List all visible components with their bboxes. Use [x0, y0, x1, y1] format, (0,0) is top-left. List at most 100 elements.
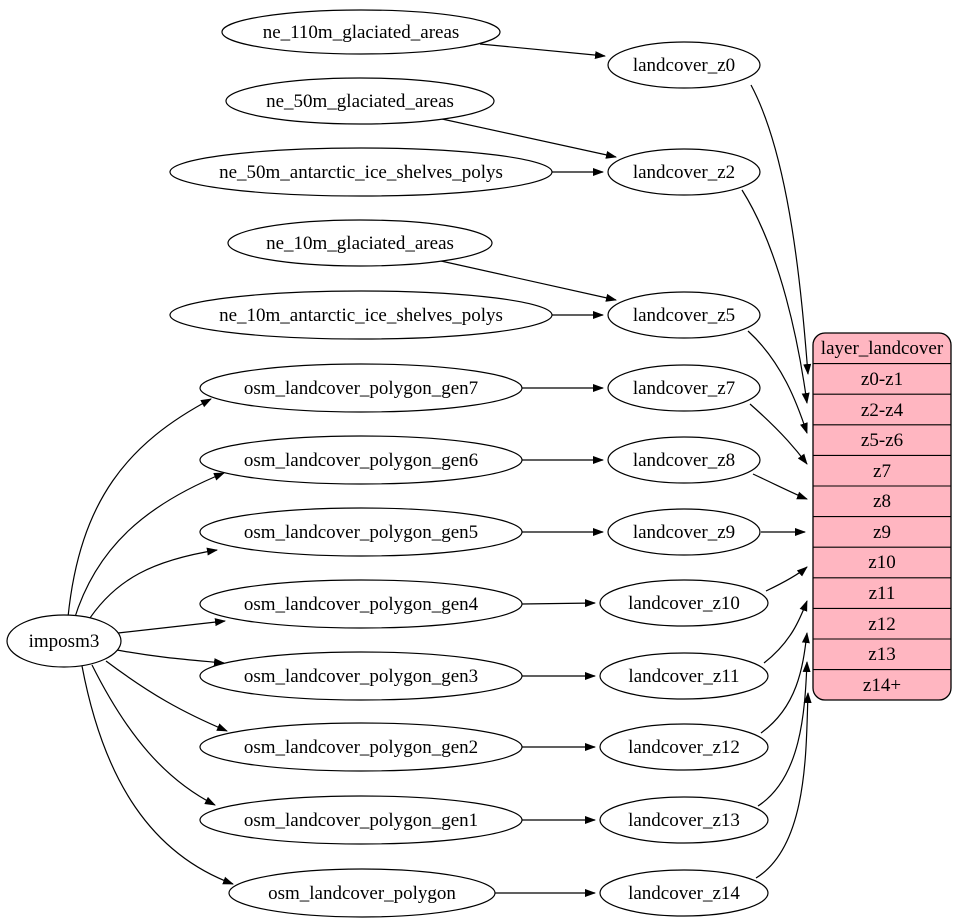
- node-osm-landcover-polygon-gen3-label: osm_landcover_polygon_gen3: [244, 666, 478, 687]
- node-landcover-z0: landcover_z0: [607, 41, 761, 89]
- table-title: layer_landcover: [821, 338, 944, 359]
- table-row-z11: z11: [869, 583, 896, 604]
- node-ne-10m-antarctic-ice-shelves-polys-label: ne_10m_antarctic_ice_shelves_polys: [219, 305, 503, 326]
- node-ne-110m-glaciated-areas: ne_110m_glaciated_areas: [221, 9, 501, 55]
- node-landcover-z11-shape: [599, 652, 769, 700]
- node-osm-landcover-polygon-gen7-shape: [199, 363, 523, 413]
- node-osm-landcover-polygon: osm_landcover_polygon: [228, 868, 496, 918]
- node-imposm3: imposm3: [6, 614, 122, 668]
- node-landcover-z5: landcover_z5: [607, 291, 761, 339]
- node-ne-50m-antarctic-ice-shelves-polys-label: ne_50m_antarctic_ice_shelves_polys: [219, 162, 503, 183]
- node-landcover-z2: landcover_z2: [607, 148, 761, 196]
- edge-z14-to-row-z14plus: [755, 692, 812, 879]
- node-osm-landcover-polygon-gen1-label: osm_landcover_polygon_gen1: [244, 810, 478, 831]
- node-landcover-z9: landcover_z9: [607, 508, 761, 556]
- node-landcover-z2-label: landcover_z2: [633, 162, 735, 183]
- node-ne-10m-glaciated-areas-shape: [227, 219, 493, 267]
- edge-imposm3-to-polygon: [81, 665, 234, 885]
- table-row-z12: z12: [868, 614, 895, 635]
- node-osm-landcover-polygon-label: osm_landcover_polygon: [268, 883, 456, 904]
- node-osm-landcover-polygon-gen1-shape: [199, 795, 523, 845]
- edge-imposm3-to-gen2: [105, 660, 228, 732]
- node-osm-landcover-polygon-gen2-shape: [199, 722, 523, 772]
- edge-ne10m-glaciated-to-z5: [440, 260, 617, 302]
- node-osm-landcover-polygon-gen6-shape: [199, 435, 523, 485]
- node-landcover-z14-shape: [599, 869, 769, 917]
- node-landcover-z12: landcover_z12: [599, 723, 769, 771]
- node-osm-landcover-polygon-gen6-label: osm_landcover_polygon_gen6: [244, 450, 478, 471]
- node-osm-landcover-polygon-gen2-label: osm_landcover_polygon_gen2: [244, 737, 478, 758]
- node-ne-50m-glaciated-areas-label: ne_50m_glaciated_areas: [266, 91, 454, 112]
- node-landcover-z12-shape: [599, 723, 769, 771]
- edge-z11-to-row-z11: [763, 600, 808, 664]
- table-row-z13: z13: [868, 644, 895, 665]
- table-row-z14plus: z14+: [863, 675, 901, 696]
- table-row-z5-z6: z5-z6: [861, 430, 903, 451]
- node-osm-landcover-polygon-gen5-shape: [199, 507, 523, 557]
- node-landcover-z14-label: landcover_z14: [628, 883, 740, 904]
- node-landcover-z11: landcover_z11: [599, 652, 769, 700]
- table-row-z2-z4: z2-z4: [861, 400, 904, 421]
- table-row-z0-z1: z0-z1: [861, 369, 903, 390]
- node-ne-110m-glaciated-areas-shape: [221, 9, 501, 55]
- node-osm-landcover-polygon-gen6: osm_landcover_polygon_gen6: [199, 435, 523, 485]
- node-ne-50m-glaciated-areas-shape: [225, 77, 495, 125]
- node-landcover-z7: landcover_z7: [607, 364, 761, 412]
- node-landcover-z13-label: landcover_z13: [628, 810, 740, 831]
- edge-z12-to-row-z12: [760, 632, 810, 734]
- node-landcover-z8: landcover_z8: [607, 436, 761, 484]
- table-row-z8: z8: [873, 491, 891, 512]
- node-osm-landcover-polygon-gen2: osm_landcover_polygon_gen2: [199, 722, 523, 772]
- node-landcover-z14: landcover_z14: [599, 869, 769, 917]
- node-osm-landcover-polygon-shape: [228, 868, 496, 918]
- node-ne-50m-antarctic-ice-shelves-polys: ne_50m_antarctic_ice_shelves_polys: [169, 147, 553, 197]
- edge-ne50m-glaciated-to-z2: [441, 118, 617, 159]
- table-layer-landcover: layer_landcover z0-z1 z2-z4 z5-z6 z7 z8 …: [812, 332, 952, 701]
- node-landcover-z8-label: landcover_z8: [633, 450, 735, 471]
- node-landcover-z13-shape: [599, 796, 769, 844]
- node-landcover-z9-shape: [607, 508, 761, 556]
- node-osm-landcover-polygon-gen7-label: osm_landcover_polygon_gen7: [244, 378, 478, 399]
- table-row-z10: z10: [868, 552, 895, 573]
- edge-z10-to-row-z10: [765, 566, 808, 592]
- edge-imposm3-to-gen6: [73, 472, 225, 621]
- edge-ne110m-glaciated-to-z0: [479, 43, 606, 60]
- node-landcover-z8-shape: [607, 436, 761, 484]
- edge-imposm3-to-gen4: [117, 618, 226, 634]
- node-osm-landcover-polygon-gen5-label: osm_landcover_polygon_gen5: [244, 522, 478, 543]
- node-osm-landcover-polygon-gen3: osm_landcover_polygon_gen3: [199, 651, 523, 701]
- node-landcover-z0-shape: [607, 41, 761, 89]
- edge-imposm3-to-gen5: [85, 547, 218, 625]
- node-osm-landcover-polygon-gen3-shape: [199, 651, 523, 701]
- node-osm-landcover-polygon-gen4-shape: [199, 579, 523, 629]
- node-landcover-z5-shape: [607, 291, 761, 339]
- edge-layer: [67, 43, 812, 897]
- edge-z8-to-row-z8: [752, 473, 808, 500]
- node-landcover-z9-label: landcover_z9: [633, 522, 735, 543]
- edge-imposm3-to-gen7: [67, 398, 212, 618]
- node-landcover-z13: landcover_z13: [599, 796, 769, 844]
- node-osm-landcover-polygon-gen1: osm_landcover_polygon_gen1: [199, 795, 523, 845]
- node-osm-landcover-polygon-gen4-label: osm_landcover_polygon_gen4: [244, 594, 479, 615]
- node-landcover-z10-label: landcover_z10: [628, 593, 740, 614]
- node-landcover-z7-label: landcover_z7: [633, 378, 735, 399]
- node-osm-landcover-polygon-gen4: osm_landcover_polygon_gen4: [199, 579, 523, 629]
- node-landcover-z11-label: landcover_z11: [628, 666, 739, 687]
- node-imposm3-label: imposm3: [29, 631, 100, 652]
- node-ne-10m-antarctic-ice-shelves-polys-shape: [169, 290, 553, 340]
- table-row-z9: z9: [873, 522, 891, 543]
- edge-z5-to-row-z5-z6: [747, 330, 808, 434]
- node-imposm3-shape: [6, 614, 122, 668]
- edge-z7-to-row-z7: [749, 403, 808, 465]
- node-landcover-z10: landcover_z10: [599, 579, 769, 627]
- node-osm-landcover-polygon-gen7: osm_landcover_polygon_gen7: [199, 363, 523, 413]
- node-ne-50m-antarctic-ice-shelves-polys-shape: [169, 147, 553, 197]
- edge-imposm3-to-gen1: [91, 664, 216, 806]
- node-osm-landcover-polygon-gen5: osm_landcover_polygon_gen5: [199, 507, 523, 557]
- node-ne-10m-glaciated-areas: ne_10m_glaciated_areas: [227, 219, 493, 267]
- node-ne-50m-glaciated-areas: ne_50m_glaciated_areas: [225, 77, 495, 125]
- node-ne-110m-glaciated-areas-label: ne_110m_glaciated_areas: [263, 22, 460, 43]
- node-landcover-z0-label: landcover_z0: [633, 55, 735, 76]
- table-row-z7: z7: [873, 461, 891, 482]
